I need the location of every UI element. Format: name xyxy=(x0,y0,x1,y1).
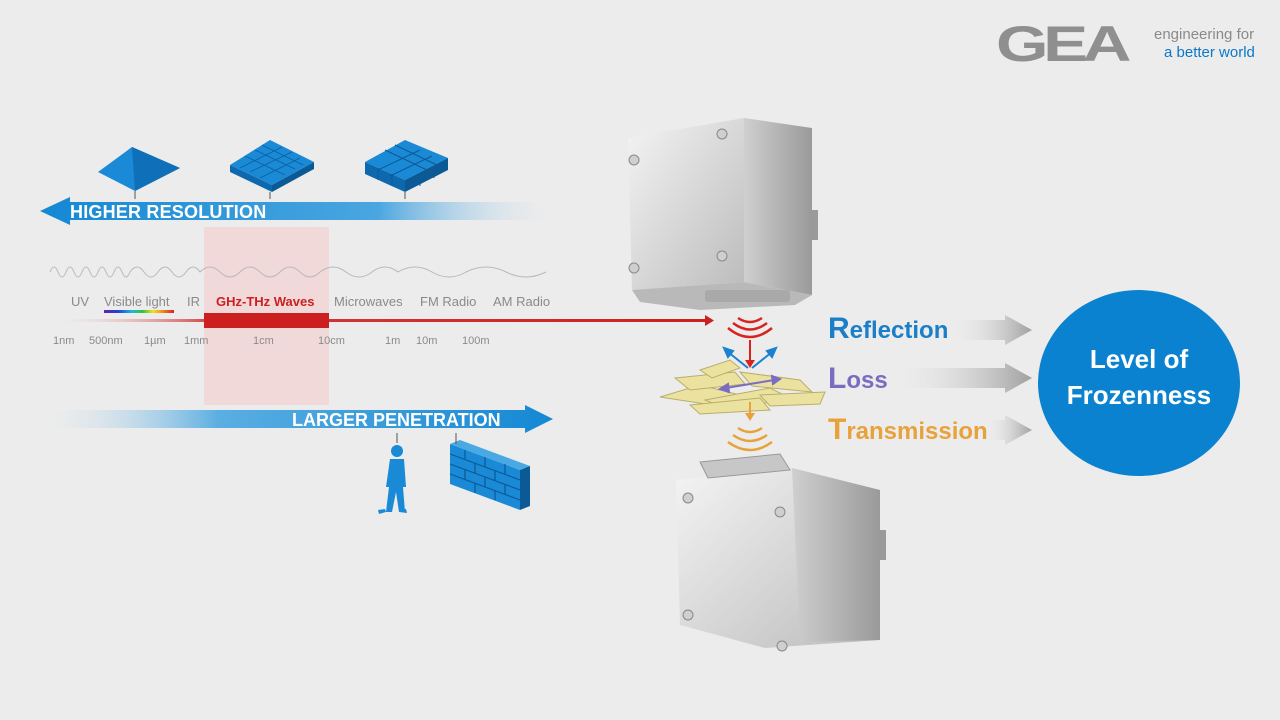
scale-tick-label: 500nm xyxy=(89,335,123,347)
band-label-am-radio: AM Radio xyxy=(493,294,551,309)
logo-tagline-line1: engineering for xyxy=(1154,26,1255,43)
scale-tick-label: 10m xyxy=(416,335,438,347)
reflection-label: Reflection xyxy=(828,312,948,346)
reflection-arrows-icon xyxy=(722,346,778,369)
band-label-uv: UV xyxy=(71,294,90,309)
transmission-result-arrow xyxy=(985,415,1032,445)
reflection-rest: eflection xyxy=(849,317,949,344)
higher-resolution-label: HIGHER RESOLUTION xyxy=(70,202,267,222)
band-label-visible-light: Visible light xyxy=(104,294,170,309)
reflection-initial: R xyxy=(828,312,850,345)
fine-voxel-pyramid-icon xyxy=(230,140,314,199)
result-line2: Frozenness xyxy=(1066,380,1212,410)
spectrum-line xyxy=(50,319,705,322)
loss-initial: L xyxy=(828,362,847,395)
level-of-frozenness-circle: Level of Frozenness xyxy=(1038,290,1240,476)
logo-tagline-line2: a better world xyxy=(1164,44,1255,61)
band-label-microwaves: Microwaves xyxy=(334,294,403,309)
bottom-sensor-enclosure xyxy=(676,453,886,652)
pyramid-icon xyxy=(98,147,180,199)
result-line1: Level of xyxy=(1089,344,1189,374)
scale-tick-label: 1mm xyxy=(184,335,209,347)
loss-rest: oss xyxy=(846,367,888,394)
person-icon xyxy=(378,433,407,514)
transmitted-waves-icon xyxy=(727,426,773,452)
scale-tick-label: 10cm xyxy=(318,335,345,347)
band-label-ir: IR xyxy=(187,294,200,309)
visible-light-rainbow xyxy=(104,310,174,313)
reflection-result-arrow xyxy=(950,315,1032,345)
scale-tick-label: 1nm xyxy=(53,335,75,347)
larger-penetration-label: LARGER PENETRATION xyxy=(292,410,501,430)
higher-resolution-arrow xyxy=(40,197,560,225)
transmission-initial: T xyxy=(828,413,847,446)
emitted-waves-icon xyxy=(727,316,773,339)
scale-tick-label: 1cm xyxy=(253,335,274,347)
ghz-thz-bar xyxy=(204,313,329,328)
scale-tick-label: 100m xyxy=(462,335,490,347)
transmission-rest: ransmission xyxy=(846,418,988,445)
coarse-voxel-pyramid-icon xyxy=(365,140,448,199)
larger-penetration-arrow xyxy=(38,405,553,433)
spectrum-arrowhead xyxy=(705,315,714,326)
frozen-food-icon xyxy=(659,359,826,415)
scale-tick-label: 1m xyxy=(385,335,401,347)
gea-logo-mark: GEA xyxy=(996,16,1132,72)
scale-tick-label: 1µm xyxy=(144,335,166,347)
band-label-ghz-thz: GHz-THz Waves xyxy=(216,294,315,309)
transmission-label: Transmission xyxy=(828,413,988,447)
loss-result-arrow xyxy=(890,363,1032,393)
top-sensor-enclosure xyxy=(628,118,818,310)
wavelength-wave xyxy=(49,266,547,278)
loss-label: Loss xyxy=(828,362,888,396)
brick-wall-icon xyxy=(449,433,530,510)
loss-arrows-icon xyxy=(717,374,783,394)
gea-logo: GEA engineering for a better world xyxy=(996,14,1266,74)
band-label-fm-radio: FM Radio xyxy=(420,294,477,309)
